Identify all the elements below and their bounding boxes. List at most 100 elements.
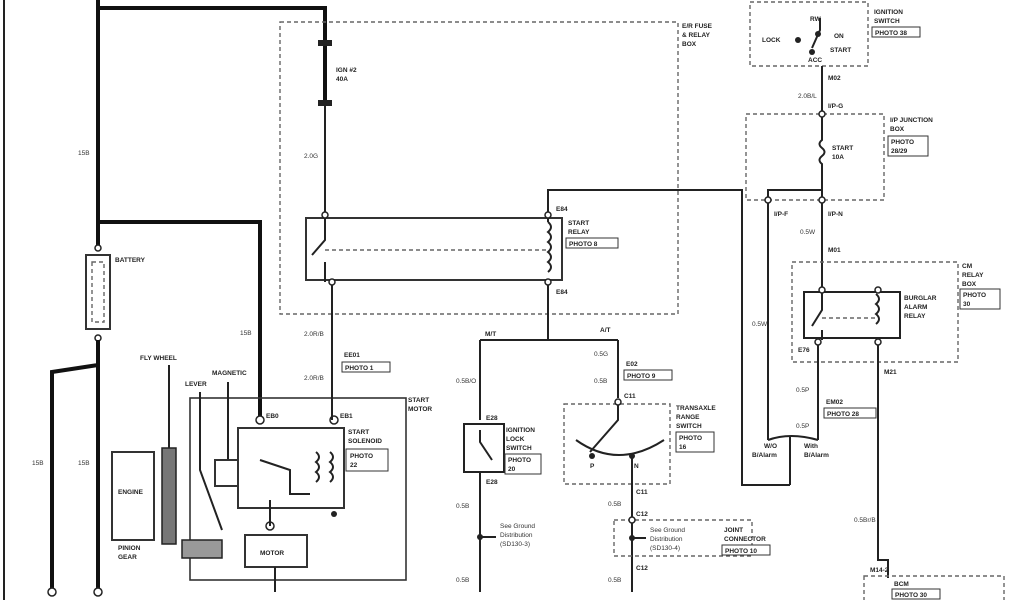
wire-label-0-5p-a: 0.5P xyxy=(796,387,809,394)
cm-relay-name-1: CM xyxy=(962,263,972,270)
joint-photo-box xyxy=(721,544,771,556)
start-relay-label-2: RELAY xyxy=(568,229,590,236)
wire-label-2-0bl: 2.0B/L xyxy=(798,93,817,100)
er-box-label-2: & RELAY xyxy=(682,32,711,39)
ignition-lock-switch-box xyxy=(463,423,505,473)
motor-label: MOTOR xyxy=(260,550,284,557)
ignition-name-1: IGNITION xyxy=(874,9,903,16)
wo-alarm-label-2: B/Alarm xyxy=(752,452,777,459)
range-switch-label-3: SWITCH xyxy=(676,423,702,430)
engine-label: ENGINE xyxy=(118,489,144,496)
see-ground-2: Distribution xyxy=(500,532,533,539)
ignition-acc-label: ACC xyxy=(808,57,822,64)
with-alarm-label-2: B/Alarm xyxy=(804,452,829,459)
ground-terminal-a xyxy=(47,587,57,597)
ee01-photo-box xyxy=(341,361,391,373)
joint-connector-box xyxy=(613,519,753,557)
ip-g-node xyxy=(818,110,826,118)
ip-f-label: I/P-F xyxy=(774,211,788,218)
wire-label-0-5p-b: 0.5P xyxy=(796,423,809,430)
lock-switch-photo-1: PHOTO xyxy=(508,457,531,464)
e84-bottom-label: E84 xyxy=(556,289,568,296)
m14-label: M14-2 xyxy=(870,567,889,574)
junction-photo-box xyxy=(887,135,929,157)
mt-label: M/T xyxy=(485,331,496,338)
start-motor-label-2: MOTOR xyxy=(408,406,432,413)
wire-label-0-5w-b: 0.5W xyxy=(752,321,768,328)
ignition-lock-switch-contact xyxy=(479,430,493,461)
junction-name-1: I/P JUNCTION xyxy=(890,117,933,124)
start-relay-label-1: START xyxy=(568,220,589,227)
m21-label: M21 xyxy=(884,369,897,376)
with-alarm-label-1: With xyxy=(804,443,818,450)
e28-label-bottom: E28 xyxy=(486,479,498,486)
ee01-photo: PHOTO 1 xyxy=(345,365,374,372)
wire-label-2-0rb-b: 2.0R/B xyxy=(304,375,324,382)
solenoid-label-1: START xyxy=(348,429,369,436)
start-relay-photo-box xyxy=(565,237,619,249)
lock-switch-photo-box xyxy=(504,453,542,475)
battery-positive-terminal xyxy=(94,244,102,252)
joint-see-3: (SD130-4) xyxy=(650,545,680,552)
cm-relay-name-3: BOX xyxy=(962,281,977,288)
burglar-relay-switch xyxy=(811,292,823,340)
start-10a-fuse xyxy=(818,114,826,198)
lock-switch-label-1: IGNITION xyxy=(506,427,535,434)
ground-terminal-b xyxy=(93,587,103,597)
burglar-relay-name-3: RELAY xyxy=(904,313,926,320)
range-switch-photo-box xyxy=(675,431,715,453)
ign2-fuse-cap-bottom xyxy=(318,100,332,106)
gear-label: GEAR xyxy=(118,554,137,561)
start-relay-box xyxy=(305,217,563,281)
c11-node xyxy=(614,398,622,406)
ee01-label: EE01 xyxy=(344,352,360,359)
at-label: A/T xyxy=(600,327,611,334)
range-switch-arc xyxy=(575,439,665,456)
wire-label-2-0rb-a: 2.0R/B xyxy=(304,331,324,338)
wo-alarm-label-1: W/O xyxy=(764,443,777,450)
pinion-label: PINION xyxy=(118,545,141,552)
lock-switch-label-3: SWITCH xyxy=(506,445,532,452)
motor-box xyxy=(244,534,308,568)
ign2-fuse-rating: 40A xyxy=(336,76,348,83)
c12-label-top: C12 xyxy=(636,511,648,518)
c12-label-bottom: C12 xyxy=(636,565,648,572)
cm-relay-coil-node xyxy=(874,286,882,294)
ign2-fuse-label: IGN #2 xyxy=(336,67,357,74)
relay-pin-node-a xyxy=(321,211,329,219)
flywheel-label: FLY WHEEL xyxy=(140,355,177,362)
magnetic-label: MAGNETIC xyxy=(212,370,247,377)
range-switch-photo-2: 16 xyxy=(679,444,687,451)
battery-box xyxy=(85,254,111,330)
burglar-relay-to-bcm-wire xyxy=(877,338,889,578)
start-relay-photo: PHOTO 8 xyxy=(569,241,598,248)
joint-connector-label-2: CONNECTOR xyxy=(724,536,766,543)
range-switch-p-contact xyxy=(589,453,595,459)
joint-see-1: See Ground xyxy=(650,527,685,534)
joint-see-2: Distribution xyxy=(650,536,683,543)
wire-label-0-5w: 0.5W xyxy=(800,229,816,236)
solenoid-ground-dot xyxy=(331,511,337,517)
ignition-name-2: SWITCH xyxy=(874,18,900,25)
range-switch-label-2: RANGE xyxy=(676,414,700,421)
start-fuse-rating: 10A xyxy=(832,154,844,161)
burglar-relay-coil xyxy=(874,293,880,325)
engine-box xyxy=(111,451,155,541)
lock-switch-label-2: LOCK xyxy=(506,436,525,443)
pinion-gear xyxy=(181,539,223,559)
em02-photo: PHOTO 28 xyxy=(827,411,859,418)
bcm-photo: PHOTO 30 xyxy=(895,592,927,599)
lever-label: LEVER xyxy=(185,381,207,388)
cm-relay-name-2: RELAY xyxy=(962,272,984,279)
range-switch-label-1: TRANSAXLE xyxy=(676,405,716,412)
wire-label-0-5b-c: 0.5B xyxy=(594,378,607,385)
wire-label-0-5bo: 0.5B/O xyxy=(456,378,476,385)
e28-label-top: E28 xyxy=(486,415,498,422)
ignition-photo-box xyxy=(871,26,921,38)
ip-n-label: I/P-N xyxy=(828,211,843,218)
e02-photo: PHOTO 9 xyxy=(627,373,656,380)
wire-label-starter-lead: 15B xyxy=(240,330,252,337)
burglar-relay-name-2: ALARM xyxy=(904,304,927,311)
range-switch-photo-1: PHOTO xyxy=(679,435,702,442)
